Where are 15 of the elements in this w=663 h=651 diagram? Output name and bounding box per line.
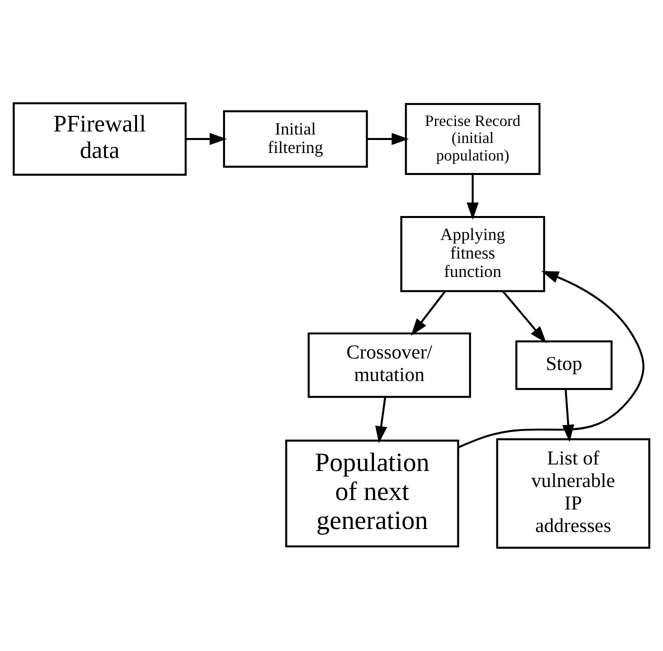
arrow [458,270,644,448]
arrow [367,132,409,146]
node-box: Population of next generation [285,440,460,548]
node-box: PFirewall data [12,102,187,176]
node-box: Crossover/ mutation [308,332,472,398]
arrow [375,397,388,444]
arrow [502,290,547,344]
node-box: Stop [515,340,613,390]
arrow [410,290,446,336]
arrow [186,132,227,146]
node-box: Initial filtering [223,110,368,168]
node-box: Precise Record (initial population) [404,102,540,176]
node-box: Applying fitness function [400,216,546,292]
arrow [466,174,479,220]
node-box: List of vulnerable IP addresses [496,438,650,549]
